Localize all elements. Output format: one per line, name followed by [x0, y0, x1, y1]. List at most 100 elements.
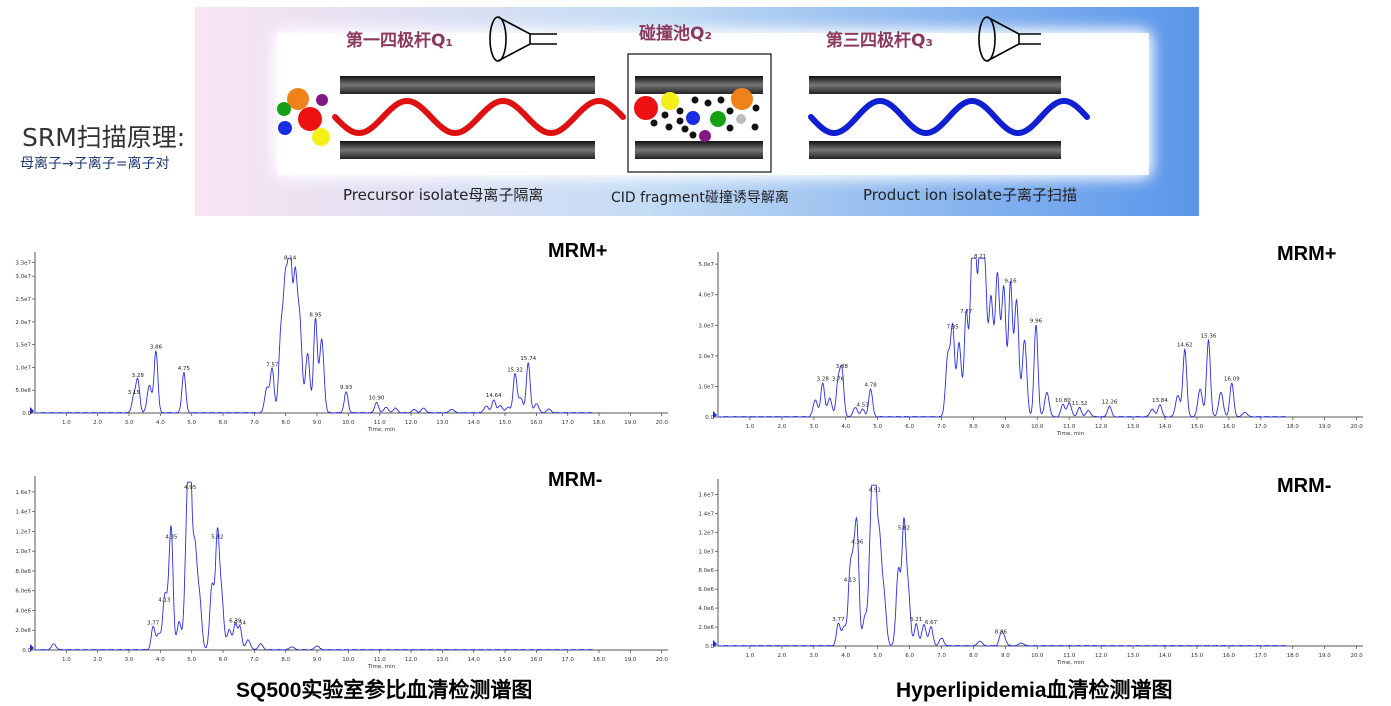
peak-label: 6.21 [910, 617, 922, 623]
chromatogram-trace [719, 484, 1287, 647]
q2-lower-rod [635, 141, 763, 159]
x-tick-label: 10.0 [342, 657, 355, 663]
x-tick-label: 2.0 [777, 653, 786, 659]
peak-label: 11.32 [1072, 401, 1088, 407]
y-tick-label: 8.0e6 [698, 568, 714, 574]
peak-label: 7.77 [960, 309, 973, 315]
x-tick-label: 17.0 [562, 420, 575, 426]
q1-label: 第一四极杆Q₁ [346, 30, 453, 51]
precursor-caption: Precursor isolate母离子隔离 [343, 186, 543, 204]
baseline-marker [30, 407, 34, 415]
y-tick-label: 1.4e7 [15, 510, 31, 516]
y-tick-label: 8.0e6 [15, 569, 31, 575]
x-tick-label: 1.0 [746, 653, 755, 659]
y-tick-label: 0.0 [22, 648, 31, 654]
x-tick-label: 8.0 [281, 657, 290, 663]
peak-label: 12.26 [1102, 399, 1118, 405]
x-tick-label: 8.0 [969, 653, 978, 659]
srm-diagram: 第一四极杆Q₁ 碰撞池Q₂ 第三四极杆Q₃ Precursor isolate母… [195, 7, 1199, 216]
x-tick-label: 3.0 [809, 653, 818, 659]
peak-label: 15.74 [520, 356, 536, 362]
x-tick-label: 19.0 [1319, 424, 1332, 430]
x-tick-label: 12.0 [405, 657, 418, 663]
q3-label: 第三四极杆Q₃ [826, 30, 933, 51]
x-axis-label: Time, min [367, 664, 396, 668]
baseline-marker [713, 640, 717, 648]
peak-label: 3.28 [817, 376, 830, 382]
y-tick-label: 6.0e6 [698, 587, 714, 593]
peak-label: 15.32 [507, 367, 523, 373]
x-tick-label: 19.0 [1319, 653, 1332, 659]
x-tick-label: 17.0 [1255, 653, 1268, 659]
x-tick-label: 15.0 [1191, 424, 1204, 430]
chromatogram-trace [719, 257, 1287, 418]
x-tick-label: 20.0 [656, 420, 669, 426]
peak-label: 3.76 [832, 376, 845, 382]
peak-label: 4.35 [165, 534, 178, 540]
q1-lower-rod [340, 141, 595, 159]
peak-label: 9.93 [340, 385, 353, 391]
peak-label: 8.14 [284, 256, 297, 262]
chromatogram-trace [36, 481, 593, 651]
q3-upper-rod [809, 76, 1061, 94]
x-tick-label: 4.0 [156, 657, 165, 663]
y-tick-label: 1.2e7 [15, 529, 31, 535]
x-tick-label: 13.0 [436, 657, 449, 663]
y-tick-label: 2.0e7 [15, 320, 31, 326]
y-tick-label: 0.0 [22, 411, 31, 417]
peak-label: 3.77 [147, 620, 160, 626]
y-tick-label: 5.0e6 [15, 388, 31, 394]
peak-label: 13.84 [1152, 398, 1168, 404]
peak-label: 4.91 [869, 487, 881, 493]
peak-label: 8.86 [995, 630, 1008, 636]
y-tick-label: 1.0e7 [15, 365, 31, 371]
peak-label: 4.95 [184, 485, 197, 491]
peak-label: 8.95 [309, 313, 322, 319]
x-tick-label: 4.0 [841, 424, 850, 430]
x-tick-label: 6.0 [219, 420, 228, 426]
x-tick-label: 6.0 [219, 657, 228, 663]
x-tick-label: 1.0 [62, 420, 71, 426]
x-tick-label: 18.0 [593, 657, 606, 663]
x-tick-label: 5.0 [873, 653, 882, 659]
y-tick-label: 2.5e7 [15, 297, 31, 303]
y-tick-label: 3.3e7 [15, 261, 31, 267]
x-axis-label: Time, min [1056, 660, 1085, 666]
y-tick-label: 0.0 [705, 644, 714, 650]
x-tick-label: 18.0 [593, 420, 606, 426]
x-tick-label: 17.0 [562, 657, 575, 663]
x-tick-label: 9.0 [1001, 424, 1010, 430]
peak-label: 16.09 [1224, 376, 1240, 382]
y-tick-label: 1.6e7 [15, 490, 31, 496]
caption-reference-serum: SQ500实验室参比血清检测谱图 [236, 679, 533, 702]
x-tick-label: 7.0 [250, 420, 259, 426]
peak-label: 3.77 [832, 617, 845, 623]
y-tick-label: 3.0e7 [698, 323, 714, 329]
x-axis-label: Time, min [1056, 431, 1085, 437]
x-tick-label: 9.0 [1001, 653, 1010, 659]
peak-label: 15.36 [1201, 334, 1217, 340]
x-tick-label: 8.0 [281, 420, 290, 426]
x-tick-label: 15.0 [1191, 653, 1204, 659]
x-tick-label: 18.0 [1287, 424, 1300, 430]
q1-funnel-icon [489, 16, 557, 62]
x-tick-label: 17.0 [1255, 424, 1268, 430]
x-axis-label: Time, min [367, 427, 396, 433]
x-tick-label: 1.0 [746, 424, 755, 430]
mode-label-left-neg: MRM- [548, 469, 603, 491]
x-tick-label: 7.0 [937, 653, 946, 659]
x-tick-label: 11.0 [374, 420, 387, 426]
x-tick-label: 19.0 [624, 420, 637, 426]
x-tick-label: 16.0 [1223, 653, 1236, 659]
x-tick-label: 13.0 [1127, 424, 1140, 430]
mode-label-right-pos: MRM+ [1277, 243, 1337, 265]
peak-label: 10.90 [369, 396, 385, 402]
q3-funnel-icon [978, 16, 1041, 62]
x-tick-label: 15.0 [499, 420, 512, 426]
chromatogram-trace [36, 257, 593, 414]
x-tick-label: 1.0 [62, 657, 71, 663]
peak-label: 14.62 [1177, 343, 1193, 349]
q2-upper-rod [635, 76, 763, 94]
